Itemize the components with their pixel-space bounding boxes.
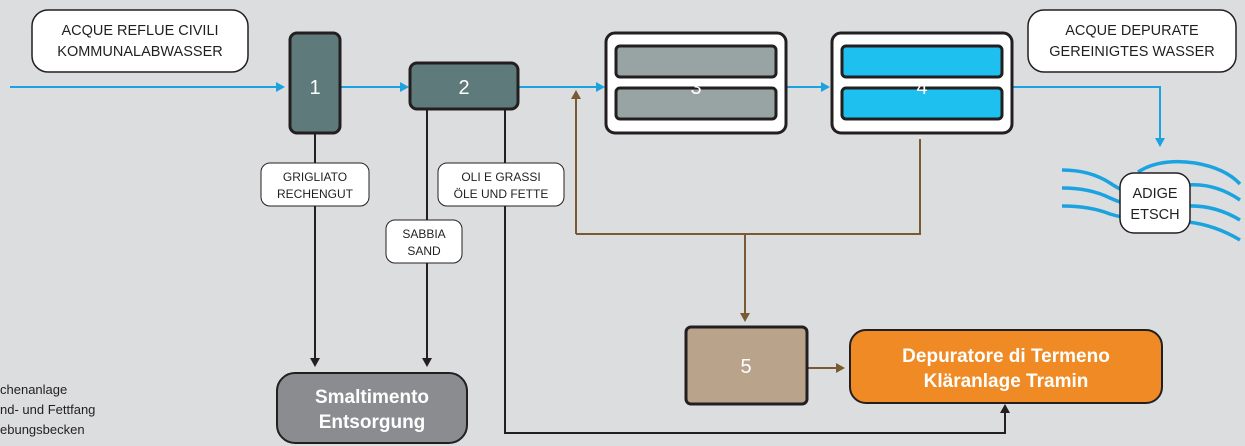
termeno-line2: Kläranlage Tramin (924, 371, 1089, 392)
sand-label-line1: SABBIA (402, 227, 445, 241)
outflow-arrow (1013, 86, 1165, 147)
disposal-box: Smaltimento Entsorgung (276, 372, 468, 444)
unit-5-sludge: 5 (684, 325, 809, 406)
inflow-label-line2: KOMMUNALABWASSER (57, 44, 222, 60)
grease-label: OLI E GRASSI ÖLE UND FETTE (437, 162, 565, 207)
unit-4-number: 4 (916, 77, 927, 99)
termeno-line1: Depuratore di Termeno (902, 346, 1110, 367)
unit-5-number: 5 (740, 356, 751, 378)
sludge-line-from-4 (576, 139, 921, 235)
outflow-label-line2: GEREINIGTES WASSER (1049, 44, 1214, 60)
sludge-flow (571, 90, 921, 373)
inflow-label: ACQUE REFLUE CIVILI KOMMUNALABWASSER (31, 9, 249, 73)
outflow-label-line1: ACQUE DEPURATE (1065, 23, 1199, 39)
legend-line1: chenanlage (0, 382, 67, 397)
unit-3-basin: 3 (604, 31, 788, 135)
unit-2-number: 2 (458, 77, 469, 99)
unit-2-grit-grease-trap: 2 (408, 61, 520, 111)
legend-line2: nd- und Fettfang (0, 402, 95, 417)
inflow-label-line1: ACQUE REFLUE CIVILI (61, 23, 218, 39)
river-label-line2: ETSCH (1130, 207, 1179, 223)
screenings-label: GRIGLIATO RECHENGUT (260, 162, 370, 207)
screenings-label-line1: GRIGLIATO (283, 170, 347, 184)
outflow-label: ACQUE DEPURATE GEREINIGTES WASSER (1027, 9, 1237, 73)
river-label-line1: ADIGE (1132, 186, 1177, 202)
termeno-plant-box: Depuratore di Termeno Kläranlage Tramin (849, 329, 1163, 404)
screenings-label-line2: RECHENGUT (277, 187, 354, 201)
grease-to-termeno (504, 109, 1010, 434)
sand-label-line2: SAND (407, 244, 441, 258)
grease-label-line1: OLI E GRASSI (461, 170, 540, 184)
legend: chenanlage nd- und Fettfang ebungsbecken (0, 382, 95, 437)
legend-line3: ebungsbecken (0, 422, 85, 437)
sand-label: SABBIA SAND (385, 219, 463, 264)
river-label: ADIGE ETSCH (1119, 172, 1191, 234)
unit-3-number: 3 (690, 77, 701, 99)
unit-1-number: 1 (309, 77, 320, 99)
water-flow (10, 82, 1165, 147)
grease-label-line2: ÖLE UND FETTE (454, 187, 549, 201)
unit-4-basin: 4 (830, 31, 1014, 135)
disposal-line2: Entsorgung (319, 412, 426, 433)
unit-1-screening: 1 (288, 31, 342, 135)
disposal-line1: Smaltimento (315, 387, 429, 408)
